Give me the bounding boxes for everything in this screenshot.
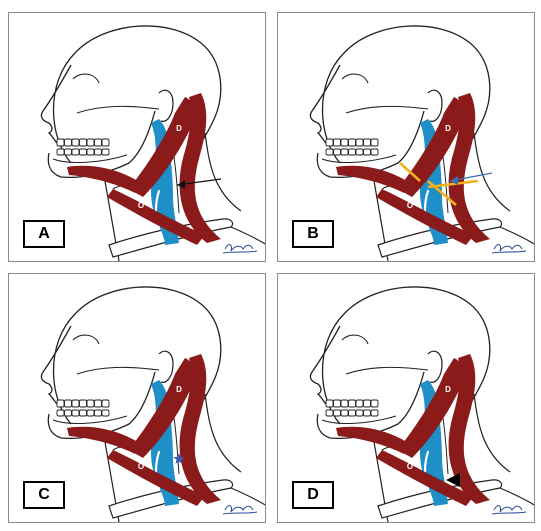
intermediate-muscle-band [67, 427, 141, 454]
lower-teeth [326, 410, 378, 416]
posterior-neck-outline [474, 394, 510, 472]
panel-label: A [23, 220, 65, 248]
panel-b: D O B [277, 12, 535, 262]
muscle-label-upper: D [176, 385, 182, 394]
upper-teeth [326, 139, 378, 146]
intermediate-muscle-band [67, 166, 141, 193]
ear-outline [428, 351, 442, 382]
muscle-label-upper: D [445, 124, 451, 133]
muscle-label-lower: O [407, 201, 413, 210]
mandible-inner [53, 155, 127, 162]
shoulder-outline [231, 488, 266, 506]
muscle-label-lower: O [407, 462, 413, 471]
signature-icon [492, 245, 526, 253]
ear-outline [159, 351, 173, 382]
signature-icon [223, 245, 257, 253]
zygoma-outline [346, 367, 428, 374]
mandible-inner [322, 155, 396, 162]
panel-label: C [23, 481, 65, 509]
zygoma-outline [346, 106, 428, 113]
ear-outline [159, 90, 173, 121]
upper-teeth [57, 400, 109, 407]
ear-outline [428, 90, 442, 121]
panel-label: B [292, 220, 334, 248]
panel-d: D O D [277, 273, 535, 523]
orbit-outline [73, 335, 99, 344]
upper-teeth [326, 400, 378, 407]
shoulder-outline [500, 227, 535, 245]
orbit-outline [342, 74, 368, 83]
muscle-label-lower: O [138, 462, 144, 471]
mandible-inner [53, 416, 127, 423]
lower-teeth [326, 149, 378, 155]
lower-teeth [57, 410, 109, 416]
posterior-neck-outline [205, 394, 241, 472]
mandible-inner [322, 416, 396, 423]
upper-teeth [57, 139, 109, 146]
zygoma-outline [77, 367, 159, 374]
panel-c: D O C [8, 273, 266, 523]
panel-a: D O A [8, 12, 266, 262]
intermediate-muscle-band [336, 427, 410, 454]
signature-icon [223, 506, 257, 514]
shoulder-outline [500, 488, 535, 506]
intermediate-muscle-band [336, 166, 410, 193]
posterior-neck-outline [205, 133, 241, 211]
signature-icon [492, 506, 526, 514]
posterior-neck-outline [474, 133, 510, 211]
muscle-label-lower: O [138, 201, 144, 210]
zygoma-outline [77, 106, 159, 113]
muscle-label-upper: D [445, 385, 451, 394]
lower-teeth [57, 149, 109, 155]
orbit-outline [342, 335, 368, 344]
muscle-label-upper: D [176, 124, 182, 133]
shoulder-outline [231, 227, 266, 245]
orbit-outline [73, 74, 99, 83]
panel-label: D [292, 481, 334, 509]
